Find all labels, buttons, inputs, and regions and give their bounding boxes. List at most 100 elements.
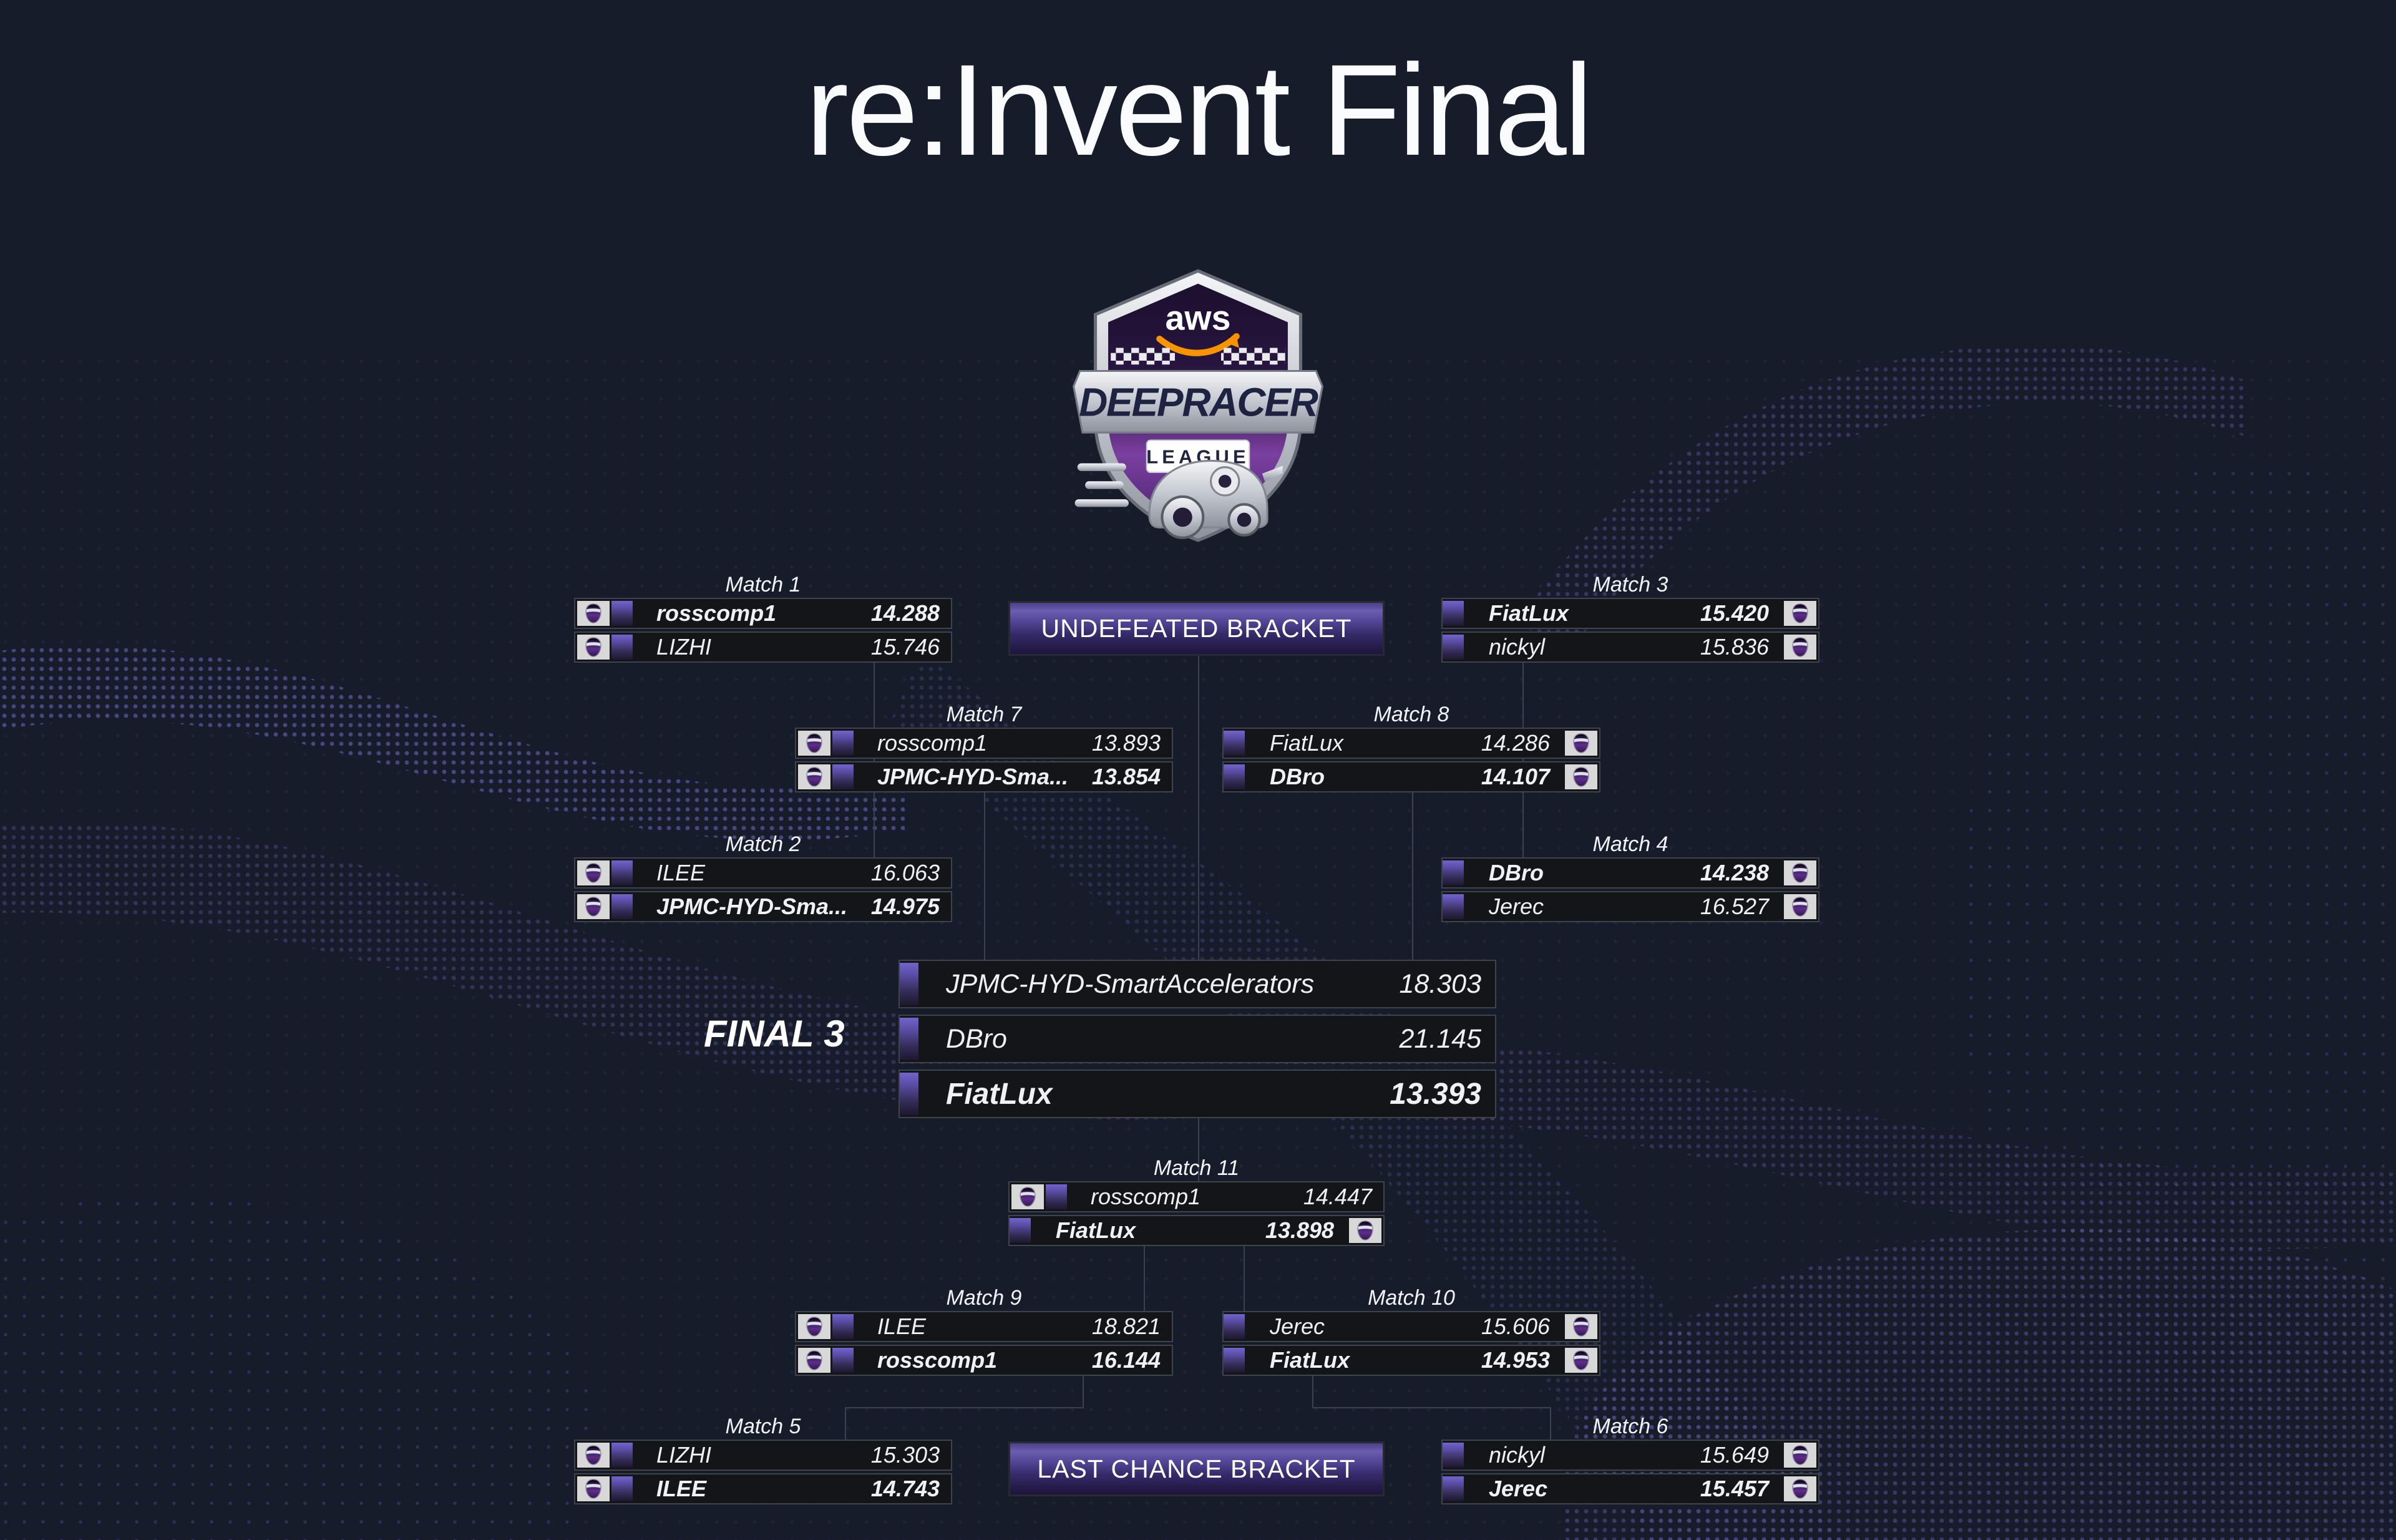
connector-line bbox=[1198, 1117, 1199, 1182]
deepracer-league-logo: aws DEEPRACER LEAGUE bbox=[1069, 268, 1327, 546]
match-title: Match 11 bbox=[1153, 1156, 1240, 1180]
player-score: 14.975 bbox=[870, 894, 940, 919]
player-name: ILEE bbox=[656, 1476, 707, 1501]
helmet-icon bbox=[577, 894, 610, 919]
helmet-icon bbox=[1349, 1218, 1381, 1243]
player-color-bar bbox=[1443, 894, 1464, 919]
player-name: ILEE bbox=[877, 1313, 927, 1339]
helmet-icon bbox=[577, 1476, 610, 1501]
match-title: Match 2 bbox=[725, 832, 801, 856]
player-row: JPMC-HYD-Sma...13.854 bbox=[795, 761, 1173, 792]
connector-line bbox=[1144, 1245, 1145, 1312]
player-color-bar bbox=[611, 1476, 633, 1501]
helmet-icon bbox=[1011, 1184, 1044, 1209]
player-name: Jerec bbox=[1489, 1476, 1548, 1501]
match-title: Match 9 bbox=[946, 1286, 1022, 1310]
player-name: rosscomp1 bbox=[656, 600, 777, 626]
connector-line bbox=[1083, 1373, 1084, 1408]
helmet-icon bbox=[1565, 731, 1597, 756]
helmet-icon bbox=[1784, 1476, 1816, 1501]
player-color-bar bbox=[1443, 1443, 1464, 1468]
player-color-bar bbox=[1224, 1314, 1245, 1339]
player-name: nickyl bbox=[1489, 634, 1546, 660]
player-name: LIZHI bbox=[656, 634, 712, 660]
player-name: DBro bbox=[1489, 860, 1544, 885]
player-score: 13.898 bbox=[1265, 1217, 1334, 1243]
player-row: DBro 14.238 bbox=[1441, 857, 1819, 889]
player-score: 14.107 bbox=[1481, 764, 1550, 789]
player-name: FiatLux bbox=[1489, 600, 1569, 626]
helmet-icon bbox=[577, 635, 610, 660]
player-score: 14.238 bbox=[1700, 860, 1769, 885]
player-score: 14.447 bbox=[1303, 1184, 1372, 1209]
helmet-icon bbox=[798, 1348, 830, 1373]
player-score: 13.893 bbox=[1091, 730, 1161, 756]
helmet-icon bbox=[577, 860, 610, 885]
player-color-bar bbox=[832, 1314, 854, 1339]
player-name: FiatLux bbox=[946, 1077, 1053, 1111]
player-row: JPMC-HYD-Sma... 14.975 bbox=[574, 891, 952, 922]
undefeated-bracket-banner: UNDEFEATED BRACKET bbox=[1008, 601, 1385, 656]
player-row: FiatLux 13.393 bbox=[898, 1070, 1496, 1118]
connector-line bbox=[1244, 1245, 1245, 1312]
player-name: rosscomp1 bbox=[877, 730, 988, 756]
player-row: FiatLux 14.286 bbox=[1222, 728, 1600, 759]
player-color-bar bbox=[1443, 860, 1464, 885]
helmet-icon bbox=[1784, 1443, 1816, 1468]
player-score: 13.393 bbox=[1390, 1077, 1481, 1111]
final-3-label: FINAL 3 bbox=[704, 1013, 845, 1055]
player-color-bar bbox=[1224, 731, 1245, 756]
player-color-bar bbox=[900, 1018, 918, 1060]
page-title: re:Invent Final bbox=[806, 38, 1593, 183]
player-color-bar bbox=[900, 1073, 918, 1115]
connector-line bbox=[1312, 1407, 1551, 1408]
player-name: FiatLux bbox=[1270, 1347, 1350, 1373]
match-title: Match 10 bbox=[1368, 1286, 1455, 1310]
player-row: rosscomp1 13.893 bbox=[795, 728, 1173, 759]
helmet-icon bbox=[577, 1443, 610, 1468]
player-name: Jerec bbox=[1489, 894, 1544, 919]
player-color-bar bbox=[1224, 1348, 1245, 1373]
player-score: 14.286 bbox=[1481, 730, 1550, 756]
player-color-bar bbox=[1443, 601, 1464, 626]
player-color-bar bbox=[611, 894, 633, 919]
player-name: FiatLux bbox=[1270, 730, 1344, 756]
player-color-bar bbox=[900, 963, 918, 1005]
match-title: Match 8 bbox=[1373, 703, 1449, 726]
player-color-bar bbox=[1443, 1476, 1464, 1501]
player-name: JPMC-HYD-Sma... bbox=[656, 894, 848, 919]
helmet-icon bbox=[1784, 635, 1816, 660]
helmet-icon bbox=[1565, 764, 1597, 789]
player-name: ILEE bbox=[656, 860, 706, 885]
player-name: rosscomp1 bbox=[877, 1347, 998, 1373]
player-color-bar bbox=[1010, 1218, 1031, 1243]
connector-line bbox=[845, 1407, 1084, 1408]
player-name: JPMC-HYD-SmartAccelerators bbox=[946, 968, 1315, 999]
player-score: 15.746 bbox=[870, 634, 940, 660]
player-score: 15.420 bbox=[1700, 600, 1769, 626]
